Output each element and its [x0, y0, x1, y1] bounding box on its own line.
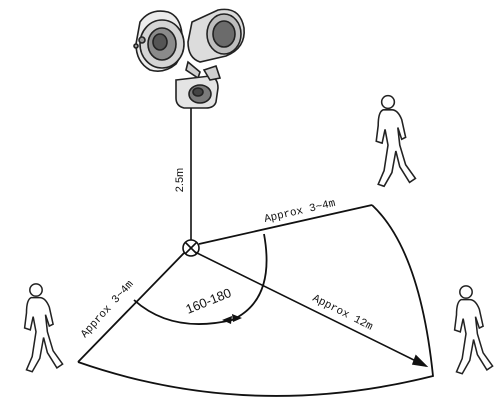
floodlight-fixture-icon: [133, 8, 245, 109]
far-range-arrow: [194, 251, 429, 368]
walking-person-icon: [375, 94, 417, 188]
walking-person-icon: [23, 283, 64, 373]
angle-label: 160-180: [184, 285, 234, 317]
mounting-height-label: 2.5m: [174, 168, 186, 192]
angle-arrowheads: [222, 314, 242, 324]
walking-person-icon: [453, 285, 494, 375]
motion-sensor-icon: [175, 64, 222, 109]
coverage-fan: [77, 204, 434, 397]
